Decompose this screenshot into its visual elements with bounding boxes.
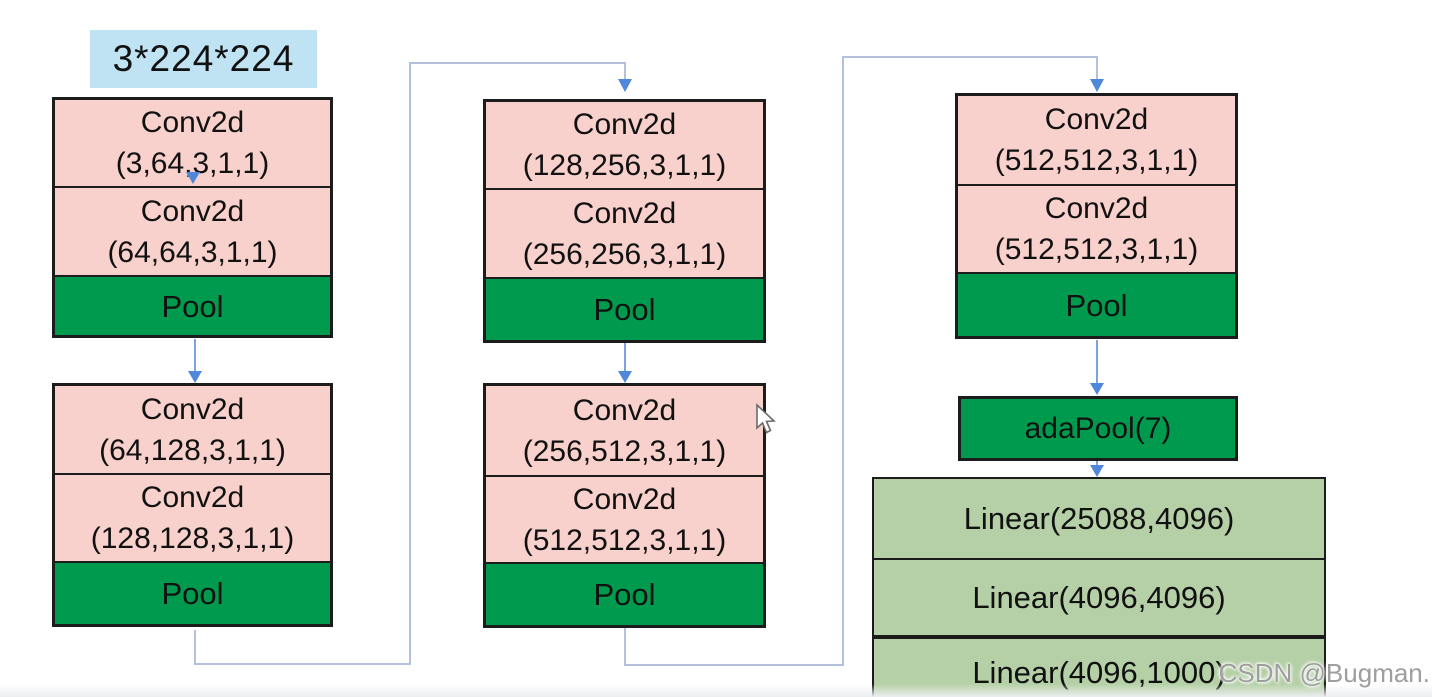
ada-pool-box: adaPool(7) bbox=[958, 396, 1238, 461]
layer-name: Conv2d bbox=[1044, 192, 1149, 225]
layer-pool: Pool bbox=[486, 562, 763, 625]
layer-conv2d: Conv2d (64,128,3,1,1) bbox=[55, 386, 330, 473]
layer-name: Pool bbox=[593, 292, 656, 327]
layer-params: (3,64,3,1,1) bbox=[115, 147, 270, 180]
layer-pool: Pool bbox=[486, 277, 763, 340]
layer-name: Conv2d bbox=[572, 482, 677, 516]
layer-name: Conv2d bbox=[140, 106, 245, 139]
layer-conv2d: Conv2d (256,512,3,1,1) bbox=[486, 386, 763, 475]
layer-params: (512,512,3,1,1) bbox=[994, 233, 1199, 266]
layer-params: (128,256,3,1,1) bbox=[522, 149, 727, 182]
linear-layer: Linear(25088,4096) bbox=[963, 500, 1235, 536]
layer-name: Pool bbox=[161, 288, 224, 324]
conv-block-stage1: Conv2d (3,64,3,1,1) Conv2d (64,64,3,1,1)… bbox=[52, 97, 333, 338]
layer-params: (256,256,3,1,1) bbox=[522, 237, 727, 271]
arrow-icon bbox=[618, 371, 632, 383]
layer-conv2d: Conv2d (128,256,3,1,1) bbox=[486, 102, 763, 188]
conv-block-stage2: Conv2d (64,128,3,1,1) Conv2d (128,128,3,… bbox=[52, 383, 333, 627]
layer-conv2d: Conv2d (512,512,3,1,1) bbox=[958, 184, 1235, 272]
layer-conv2d: Conv2d (512,512,3,1,1) bbox=[958, 96, 1235, 184]
layer-conv2d: Conv2d (3,64,3,1,1) bbox=[55, 100, 330, 186]
layer-pool: Pool bbox=[958, 272, 1235, 336]
layer-conv2d: Conv2d (128,128,3,1,1) bbox=[55, 473, 330, 561]
layer-name: Conv2d bbox=[572, 108, 677, 141]
layer-name: Conv2d bbox=[140, 194, 245, 228]
conv-block-stage3: Conv2d (128,256,3,1,1) Conv2d (256,256,3… bbox=[483, 99, 766, 343]
layer-name: Conv2d bbox=[572, 393, 677, 427]
layer-params: (64,128,3,1,1) bbox=[99, 433, 286, 467]
layer-name: Conv2d bbox=[140, 392, 245, 426]
layer-name: Pool bbox=[593, 577, 656, 612]
layer-name: Pool bbox=[1065, 287, 1128, 323]
layer-params: (512,512,3,1,1) bbox=[522, 523, 727, 557]
layer-name: Conv2d bbox=[140, 481, 245, 514]
layer-conv2d: Conv2d (256,256,3,1,1) bbox=[486, 188, 763, 277]
layer-conv2d: Conv2d (64,64,3,1,1) bbox=[55, 186, 330, 275]
layer-params: (128,128,3,1,1) bbox=[90, 522, 295, 555]
conv-block-stage4: Conv2d (256,512,3,1,1) Conv2d (512,512,3… bbox=[483, 383, 766, 628]
arrow-icon bbox=[618, 79, 632, 92]
layer-params: (64,64,3,1,1) bbox=[107, 235, 278, 269]
layer-name: Pool bbox=[161, 576, 224, 611]
layer-params: (256,512,3,1,1) bbox=[522, 434, 727, 468]
conv-block-stage5: Conv2d (512,512,3,1,1) Conv2d (512,512,3… bbox=[955, 93, 1238, 339]
arrow-icon bbox=[1090, 79, 1104, 92]
layer-pool: Pool bbox=[55, 275, 330, 335]
bottom-strip bbox=[0, 684, 1432, 697]
layer-name: Conv2d bbox=[1044, 103, 1149, 136]
input-size-label: 3*224*224 bbox=[90, 30, 317, 88]
layer-pool: Pool bbox=[55, 561, 330, 624]
layer-name: Conv2d bbox=[572, 196, 677, 230]
linear-layer: Linear(4096,4096) bbox=[874, 558, 1324, 635]
layer-conv2d: Conv2d (512,512,3,1,1) bbox=[486, 475, 763, 562]
arrow-icon bbox=[1090, 465, 1104, 477]
arrow-icon bbox=[188, 371, 202, 383]
watermark: CSDN @Bugman. bbox=[1218, 658, 1430, 688]
layer-params: (512,512,3,1,1) bbox=[994, 144, 1199, 177]
arrow-icon bbox=[1090, 383, 1104, 395]
